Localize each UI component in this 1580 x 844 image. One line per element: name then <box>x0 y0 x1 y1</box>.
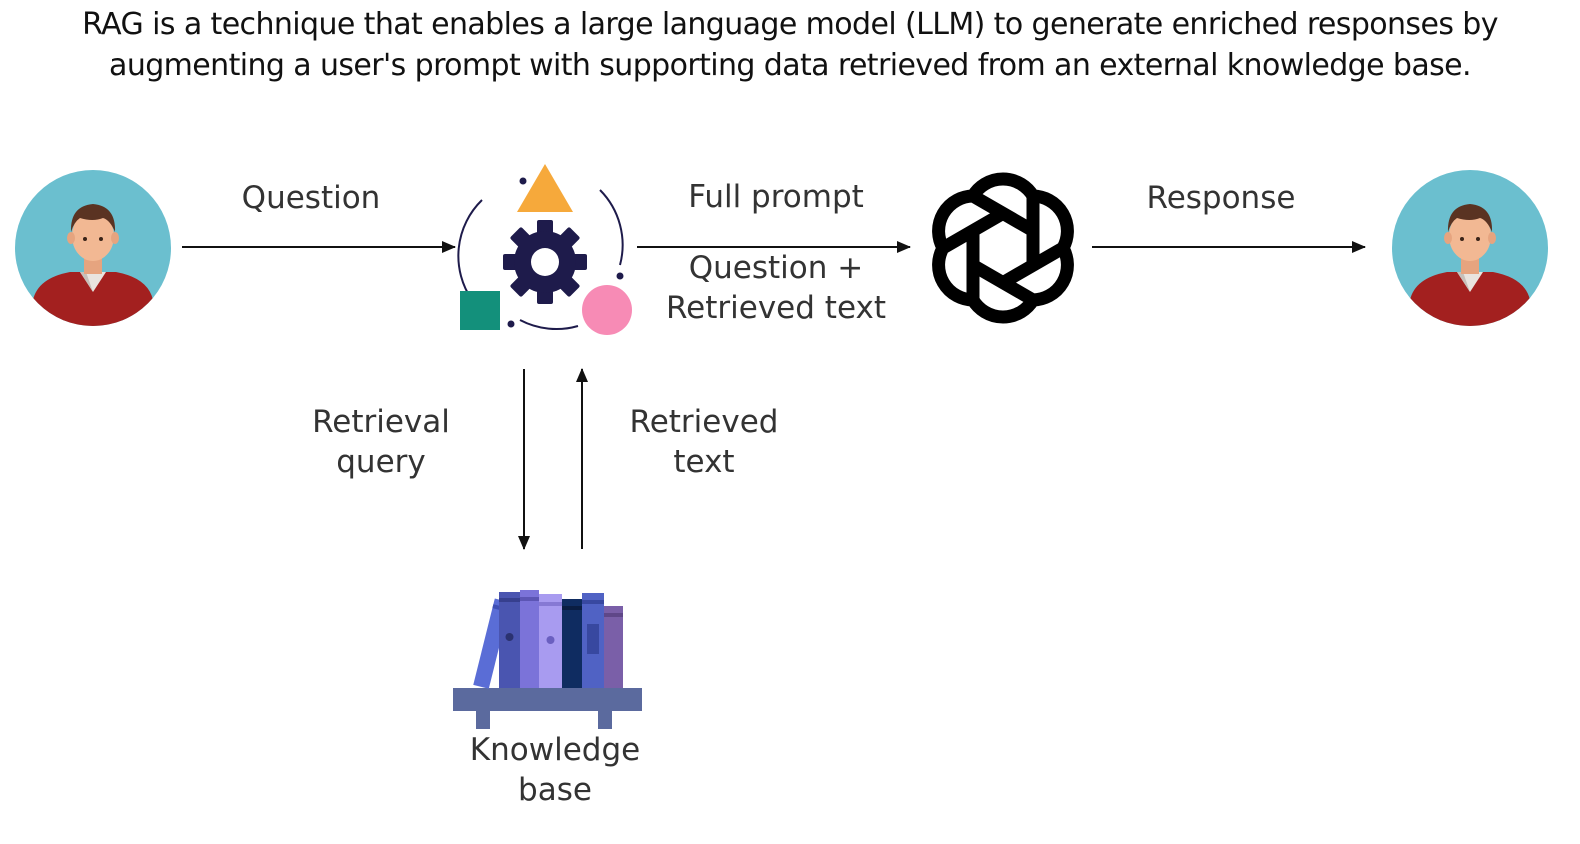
retrieval-query-label-line-1: Retrieval <box>312 404 450 440</box>
square-shape <box>460 291 500 330</box>
circle-shape <box>582 285 632 335</box>
retrieved-text-label-line-1: Retrieved <box>629 404 779 440</box>
full-prompt-sublabel-line-2: Retrieved text <box>666 290 886 326</box>
description-line-1: RAG is a technique that enables a large … <box>82 7 1498 42</box>
knowledge-base-label-line-2: base <box>518 772 592 808</box>
retrieved-text-label: Retrieved text <box>609 402 799 482</box>
full-prompt-sublabel: Question + Retrieved text <box>646 248 906 328</box>
bookshelf-icon <box>453 590 642 729</box>
retrieved-text-label-line-2: text <box>673 444 735 480</box>
triangle-shape <box>517 164 573 212</box>
knowledge-base-label-line-1: Knowledge <box>469 732 641 768</box>
user-avatar-icon-right <box>1392 170 1548 326</box>
retrieval-query-label: Retrieval query <box>286 402 476 482</box>
full-prompt-label: Full prompt <box>688 179 864 215</box>
user-avatar-icon-left <box>15 170 171 326</box>
question-label: Question <box>241 180 381 216</box>
gear-icon <box>503 220 587 304</box>
description-line-2: augmenting a user's prompt with supporti… <box>109 48 1472 83</box>
openai-logo-icon <box>932 172 1074 324</box>
full-prompt-sublabel-line-1: Question + <box>688 250 864 286</box>
response-label: Response <box>1146 180 1296 216</box>
knowledge-base-label: Knowledge base <box>455 730 655 810</box>
retrieval-query-label-line-2: query <box>336 444 426 480</box>
diagram-description: RAG is a technique that enables a large … <box>0 4 1580 86</box>
rag-orchestrator-icon <box>457 164 632 335</box>
